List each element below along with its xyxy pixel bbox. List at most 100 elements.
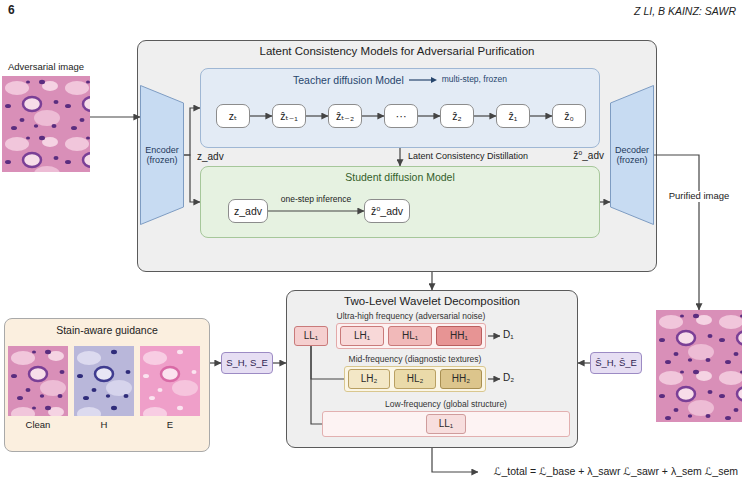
- tissue-image: [8, 346, 68, 416]
- model-title: Teacher diffusion Model: [293, 74, 404, 86]
- tissue-fill: [74, 346, 134, 416]
- output-arrow: [488, 335, 500, 336]
- frequency-band: Mid-frequency (diagnostic textures)LH₂HL…: [344, 366, 486, 392]
- model-title: Student diffusion Model: [201, 171, 599, 183]
- latent-label: ẑ⁰_adv: [371, 205, 403, 217]
- arrow-shaft: [409, 79, 431, 80]
- connector: [600, 201, 610, 202]
- latent-node: ẑ₂: [440, 104, 474, 128]
- latent-node: zₜ: [216, 104, 250, 128]
- edge-label: ẑ⁰_adv: [571, 150, 606, 162]
- image-panel: Adversarial image: [2, 62, 90, 172]
- subband-label: HH₁: [450, 330, 468, 342]
- stain-image: Clean: [8, 346, 68, 432]
- subband-box: HL₂: [394, 369, 436, 389]
- encoder-block: Encoder (frozen): [140, 85, 184, 225]
- tissue-image: [74, 346, 134, 416]
- latent-label: ẑ₁: [509, 110, 518, 122]
- subband-box: HH₁: [436, 326, 482, 346]
- subband-label: HL₁: [402, 330, 418, 342]
- frequency-band: Low-frequency (global structure)LL₁: [322, 411, 570, 437]
- connector: [311, 346, 322, 424]
- frequency-band: Ultra-high frequency (adversarial noise)…: [336, 323, 486, 349]
- connector: [362, 115, 384, 116]
- panel-title: Latent Consistency Models for Adversaria…: [138, 45, 656, 58]
- panel-title: Stain-aware guidance: [5, 324, 209, 336]
- tissue-fill: [2, 76, 90, 172]
- tissue-fill: [8, 346, 68, 416]
- tissue-image: [656, 310, 742, 422]
- subband-label: LL₁: [304, 330, 319, 342]
- panel: Stain-aware guidanceClean HE: [4, 318, 210, 452]
- image-caption: E: [140, 420, 200, 431]
- output-arrow: [488, 378, 500, 379]
- image-title: Adversarial image: [2, 62, 90, 73]
- panel-title: Two-Level Wavelet Decomposition: [287, 295, 577, 308]
- latent-label: zₜ: [229, 110, 237, 122]
- tissue-fill: [656, 310, 742, 422]
- connector: [184, 108, 200, 155]
- output-label: D₂: [503, 372, 514, 384]
- loss-equation: ℒ_total = ℒ_base + λ_sawr ℒ_sawr + λ_sem…: [494, 465, 738, 477]
- connector: [530, 115, 552, 116]
- latent-node: ẑₜ₋₂: [328, 104, 362, 128]
- edge-label: one-step inference: [279, 195, 353, 205]
- connector: [273, 362, 286, 363]
- subband-box: LL₁: [426, 414, 466, 434]
- stain-label: S_H, S_E: [226, 358, 268, 369]
- model-note: multi-step, frozen: [442, 75, 507, 85]
- connector: [250, 115, 272, 116]
- block-label: Decoder (frozen): [612, 145, 652, 166]
- model-box: Teacher diffusion Model multi-step, froze…: [200, 68, 600, 148]
- latent-node: z_adv: [228, 199, 268, 223]
- latent-node: ẑ⁰_adv: [364, 199, 410, 223]
- arrow-glyph: [409, 76, 437, 84]
- connector: [474, 115, 496, 116]
- connector: [431, 272, 432, 290]
- connector: [578, 362, 590, 363]
- stain-box: S_H, S_E: [221, 352, 273, 374]
- image-caption: H: [74, 420, 134, 431]
- image-panel: Purified image: [656, 310, 742, 422]
- model-box: Student diffusion Model z_adv ẑ⁰_adv: [200, 166, 600, 238]
- output-label: D₁: [503, 329, 514, 341]
- connector: [311, 346, 344, 379]
- block-label: Encoder (frozen): [142, 145, 182, 166]
- running-head: Z LI, B KAINZ: SAWR: [634, 5, 736, 17]
- latent-label: ẑ₂: [452, 110, 461, 122]
- band-heading: Mid-frequency (diagnostic textures): [349, 355, 482, 365]
- trapezoid: [141, 86, 184, 225]
- decoder-block: Decoder (frozen): [610, 85, 654, 225]
- image-title: Purified image: [667, 191, 732, 202]
- trapezoid: [611, 86, 654, 225]
- arrow-head: [431, 77, 437, 83]
- band-heading: Ultra-high frequency (adversarial noise): [337, 312, 486, 322]
- stain-image: E: [140, 346, 200, 432]
- connector: [399, 148, 400, 166]
- subband-label: LH₁: [354, 330, 370, 342]
- stain-box: Ŝ_H, Ŝ_E: [590, 352, 642, 374]
- edge-label: z_adv: [195, 151, 226, 163]
- latent-label: ⋯: [396, 110, 407, 122]
- connector: [268, 210, 364, 211]
- latent-label: ẑₜ₋₁: [280, 110, 297, 122]
- panel: Two-Level Wavelet DecompositionLL₁ Ultra-…: [286, 290, 578, 448]
- connector: [90, 116, 140, 117]
- latent-label: ẑ₀: [564, 110, 574, 122]
- connector: [654, 155, 699, 310]
- image-caption: Clean: [8, 420, 68, 431]
- subband-label: LL₁: [439, 418, 454, 430]
- tissue-image: [2, 76, 90, 172]
- subband-label: HL₂: [407, 373, 424, 385]
- connector: [306, 115, 328, 116]
- connector: [210, 362, 221, 363]
- connector: [418, 115, 440, 116]
- band-heading: Low-frequency (global structure): [385, 400, 507, 410]
- stain-label: Ŝ_H, Ŝ_E: [595, 358, 637, 369]
- page-number: 6: [8, 4, 15, 18]
- subband-label: HH₂: [452, 373, 470, 385]
- loss-arrow: [432, 448, 478, 472]
- subband-box: LL₁: [294, 326, 328, 346]
